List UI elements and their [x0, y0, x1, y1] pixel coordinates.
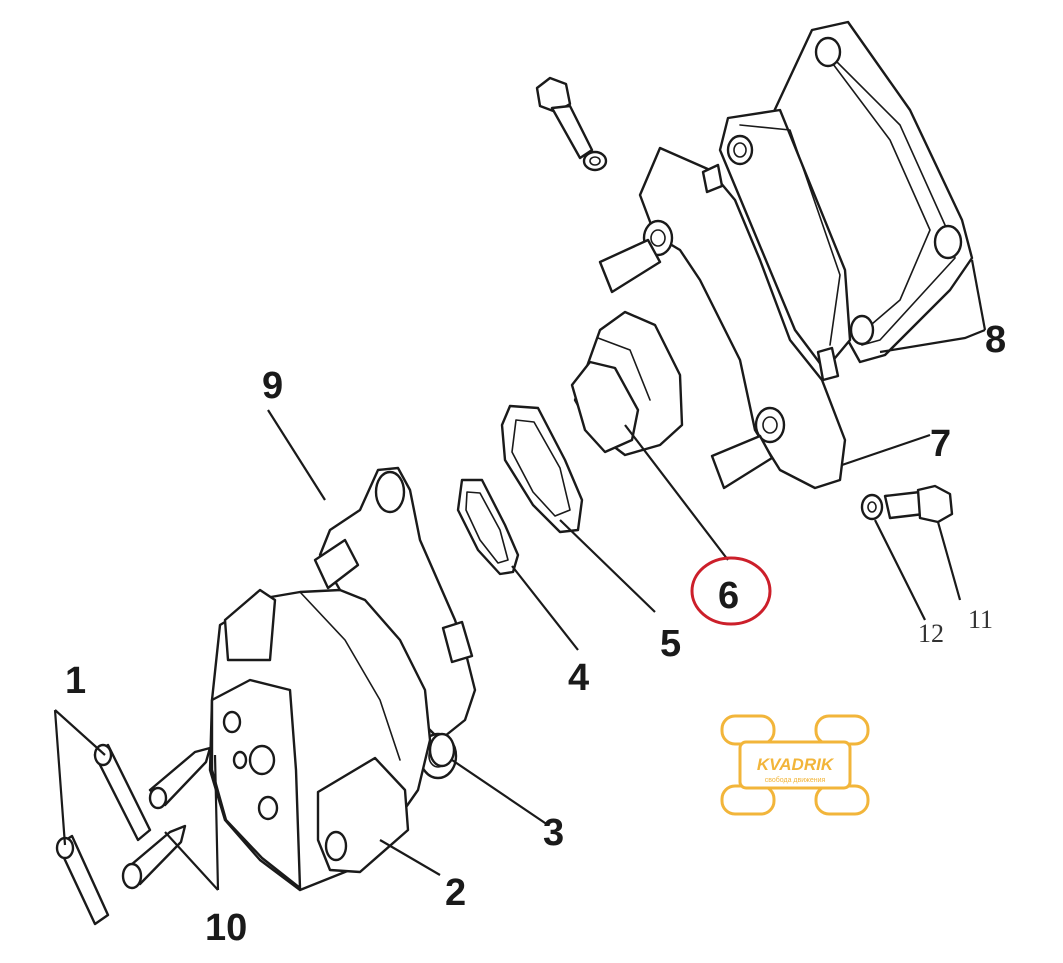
part-1-pad-pins [55, 743, 152, 926]
tire-icon-top-right [814, 714, 870, 746]
leader-lines [53, 259, 987, 891]
logo-frame [738, 740, 852, 790]
part-10-bleeder-screws [121, 746, 212, 890]
logo-brand: KVADRIK [757, 755, 835, 774]
label-7: 7 [930, 423, 951, 465]
part-12-washer [860, 493, 884, 521]
label-9: 9 [262, 365, 283, 407]
tire-icon-top-left [720, 714, 776, 746]
part-5-dust-seal [500, 404, 584, 534]
part-7-bracket [598, 146, 847, 490]
label-10: 10 [205, 907, 247, 949]
part-2-caliper-body [208, 588, 432, 892]
label-5: 5 [660, 623, 681, 665]
tire-icon-bottom-left [720, 784, 776, 816]
label-6: 6 [718, 575, 739, 617]
part-3-slide-pin [428, 732, 456, 768]
label-2: 2 [445, 872, 466, 914]
bolt-upper [535, 76, 608, 172]
part-4-piston-seal [456, 478, 520, 576]
label-12: 12 [918, 619, 944, 648]
highlight-circle [690, 556, 772, 626]
label-3: 3 [543, 812, 564, 854]
label-4: 4 [568, 657, 589, 699]
label-1: 1 [65, 660, 86, 702]
logo-tagline: свобода движения [765, 776, 826, 784]
part-6-piston [570, 310, 684, 457]
label-8: 8 [985, 319, 1006, 361]
watermark-logo: KVADRIK свобода движения [720, 714, 870, 816]
label-11: 11 [968, 605, 993, 634]
tire-icon-bottom-right [814, 784, 870, 816]
part-11-bolt [883, 484, 954, 524]
callout-labels: 8 7 6 5 4 3 2 9 1 10 11 12 [65, 319, 1006, 949]
part-8-brake-pads [718, 20, 974, 372]
